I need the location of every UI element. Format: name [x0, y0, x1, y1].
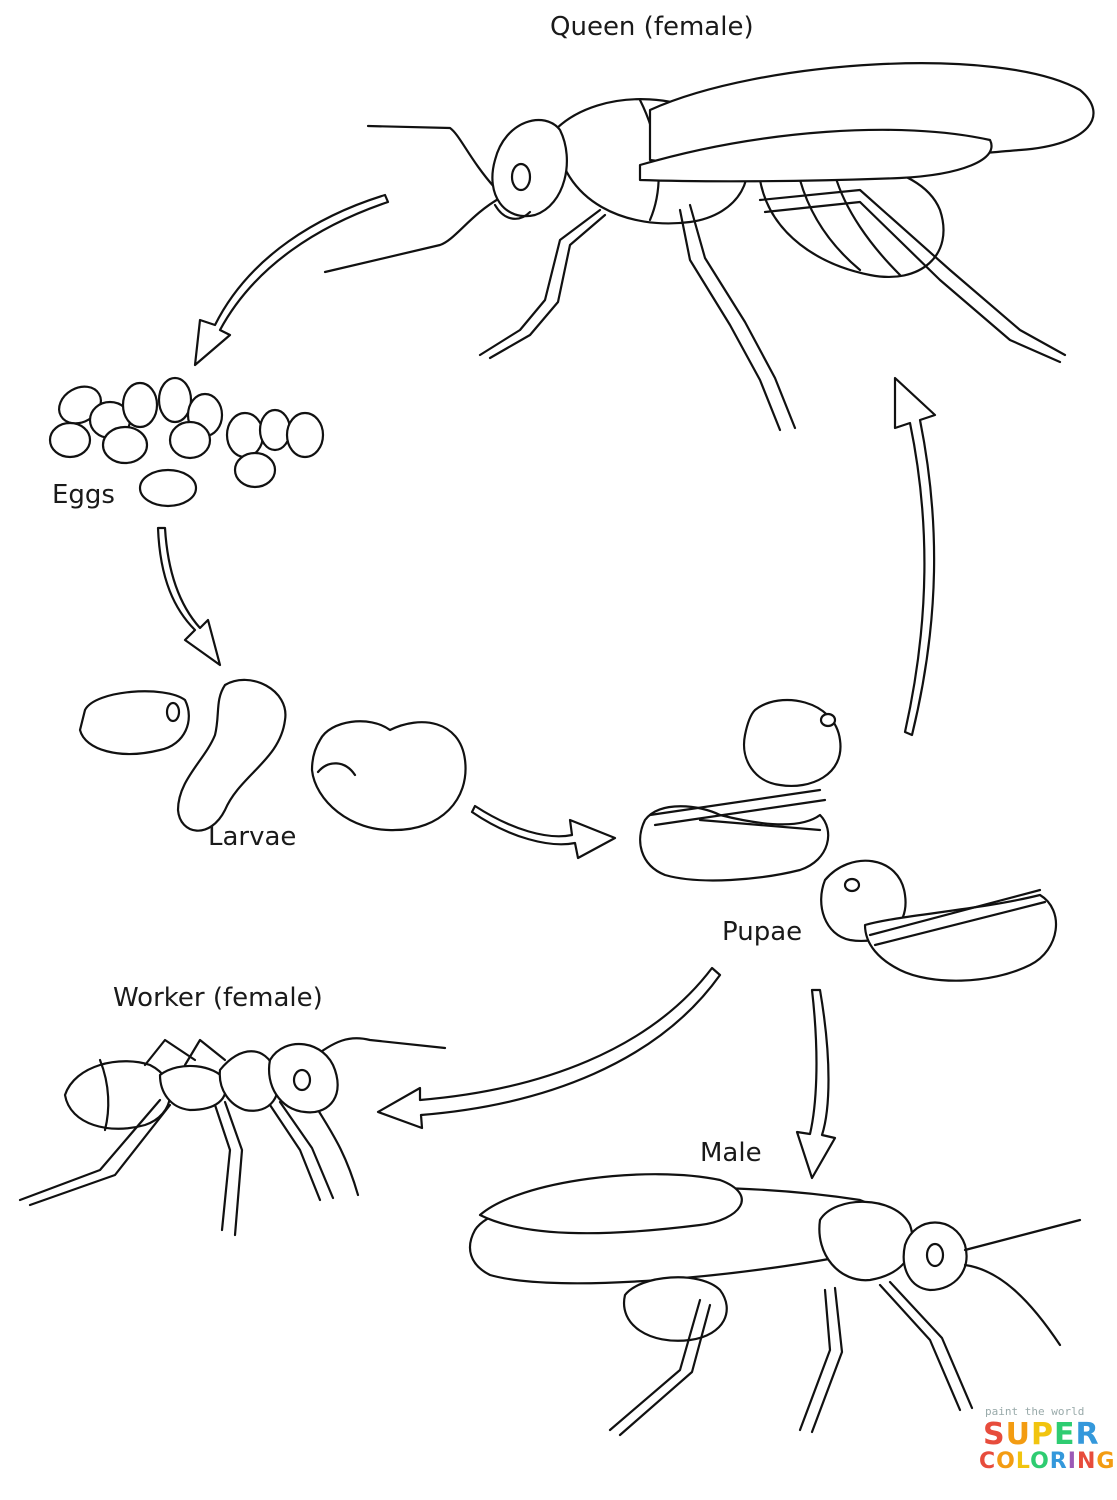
arrow-pupae-to-queen: [893, 376, 937, 737]
queen-label: Queen (female): [550, 12, 754, 42]
pupae-illustration: [639, 698, 1058, 982]
logo-line1: SUPER: [983, 1417, 1100, 1452]
pupae-label: Pupae: [722, 917, 803, 947]
super-coloring-logo: paint the world SUPER COLORING: [975, 1405, 1114, 1490]
cycle-arrows: [156, 193, 937, 1180]
logo-letter: O: [996, 1449, 1016, 1474]
logo-letter: R: [1075, 1417, 1100, 1452]
larvae-illustration: [78, 678, 467, 832]
logo-letter: R: [1049, 1449, 1068, 1474]
logo-letter: I: [1067, 1449, 1077, 1474]
logo-letter: E: [1053, 1417, 1076, 1452]
eggs-label: Eggs: [52, 480, 115, 510]
logo-letter: C: [979, 1449, 997, 1474]
male-ant-illustration: [468, 1173, 1082, 1437]
queen-ant-illustration: [323, 62, 1095, 432]
logo-line2: COLORING: [979, 1449, 1115, 1474]
logo-letter: U: [1005, 1417, 1031, 1452]
larvae-label: Larvae: [208, 822, 297, 852]
arrow-eggs-to-larvae: [156, 526, 222, 667]
arrow-pupae-to-worker: [376, 966, 722, 1130]
worker-label: Worker (female): [113, 983, 323, 1013]
logo-letter: O: [1030, 1449, 1050, 1474]
arrow-queen-to-eggs: [193, 193, 390, 367]
logo-letter: L: [1015, 1449, 1031, 1474]
eggs-illustration: [48, 376, 325, 508]
logo-letter: S: [983, 1417, 1006, 1452]
logo-letter: G: [1096, 1449, 1116, 1474]
logo-letter: N: [1076, 1449, 1097, 1474]
male-label: Male: [700, 1138, 762, 1168]
logo-letter: P: [1030, 1417, 1054, 1452]
arrow-pupae-to-male: [795, 988, 837, 1180]
arrow-larvae-to-pupae: [470, 804, 617, 860]
logo-tagline: paint the world: [985, 1405, 1085, 1418]
worker-ant-illustration: [18, 1037, 447, 1237]
